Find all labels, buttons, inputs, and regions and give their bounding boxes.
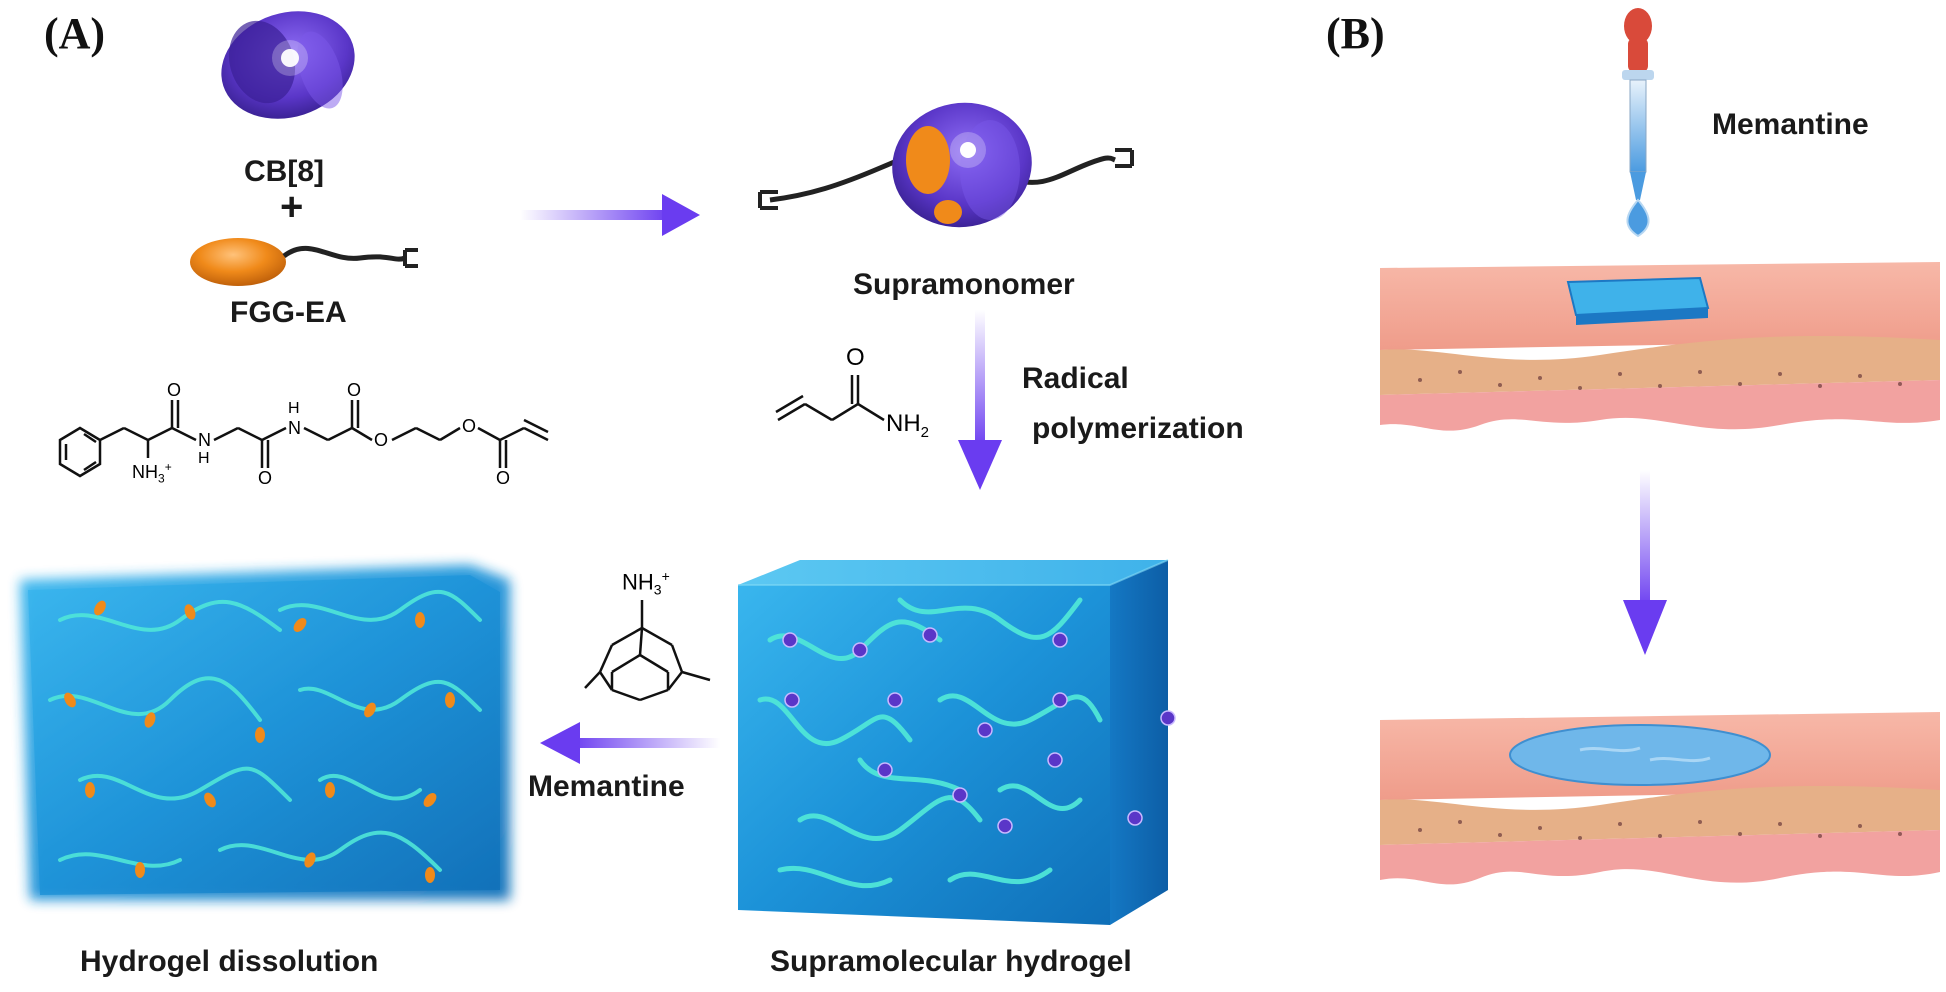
skin-slab-with-gel bbox=[1380, 262, 1940, 431]
panel-a-label: (A) bbox=[44, 9, 106, 58]
acrylamide-amine: NH2 bbox=[886, 410, 929, 441]
fgg-atom-o1: O bbox=[167, 380, 182, 400]
memantine-structure bbox=[584, 600, 711, 702]
fgg-ea-label: FGG-EA bbox=[230, 296, 347, 329]
memantine-ammonium: NH3+ bbox=[622, 568, 670, 598]
arrow-gel-dissolving bbox=[1623, 470, 1667, 655]
cb8-crosslinks bbox=[782, 627, 1176, 834]
supramonomer-label: Supramonomer bbox=[853, 268, 1075, 301]
fgg-atom-n1: N bbox=[198, 430, 211, 450]
acrylamide-oxygen: O bbox=[846, 344, 865, 371]
arrow-to-supramonomer bbox=[520, 194, 700, 236]
panel-b-label: (B) bbox=[1326, 9, 1385, 58]
supramolecular-hydrogel-label: Supramolecular hydrogel bbox=[770, 945, 1132, 978]
fgg-nh-sup: + bbox=[164, 460, 172, 474]
arrow-memantine-dissolution bbox=[540, 722, 720, 764]
polymer-fibers bbox=[757, 597, 1103, 889]
plus-sign: + bbox=[280, 185, 304, 229]
fgg-nh-sub: 3 bbox=[158, 471, 165, 486]
radical-label-line2: polymerization bbox=[1032, 412, 1244, 445]
supramonomer bbox=[758, 102, 1134, 228]
supramolecular-hydrogel-block bbox=[738, 559, 1176, 925]
fgg-nh: NH bbox=[132, 462, 158, 482]
dissolved-hydrogel-block bbox=[20, 565, 510, 900]
fgg-atom-o5: O bbox=[462, 416, 477, 436]
fgg-atom-o4: O bbox=[374, 430, 389, 450]
cb8-label: CB[8] bbox=[244, 155, 324, 188]
memantine-sub: 3 bbox=[653, 581, 662, 598]
radical-label-line1: Radical bbox=[1022, 362, 1129, 395]
fgg-ea-guest bbox=[190, 238, 418, 286]
loose-polymer-chains bbox=[48, 590, 482, 872]
skin-slab-dissolved-gel bbox=[1380, 712, 1940, 885]
fgg-ammonium: NH3+ bbox=[132, 460, 172, 486]
free-guest-units bbox=[64, 600, 455, 883]
fgg-ea-structure bbox=[58, 400, 549, 478]
arrow-radical-polymerization bbox=[958, 310, 1002, 490]
memantine-sup: + bbox=[661, 568, 670, 584]
fgg-atom-o3: O bbox=[347, 380, 362, 400]
fgg-atom-h2: H bbox=[288, 400, 300, 417]
memantine-nh: NH bbox=[622, 569, 654, 595]
fgg-atom-o2: O bbox=[258, 468, 273, 488]
fgg-atom-n2: N bbox=[288, 418, 301, 438]
acrylamide-structure bbox=[775, 375, 885, 422]
acrylamide-sub: 2 bbox=[920, 423, 930, 441]
memantine-label-a: Memantine bbox=[528, 770, 685, 803]
fgg-atom-h1: H bbox=[198, 450, 210, 467]
cb8-macrocycle bbox=[221, 11, 355, 119]
hydrogel-dissolution-label: Hydrogel dissolution bbox=[80, 945, 379, 978]
memantine-label-b: Memantine bbox=[1712, 108, 1869, 141]
fgg-atom-o6: O bbox=[496, 468, 511, 488]
dropper-icon bbox=[1622, 8, 1654, 238]
acrylamide-nh: NH bbox=[886, 410, 921, 437]
